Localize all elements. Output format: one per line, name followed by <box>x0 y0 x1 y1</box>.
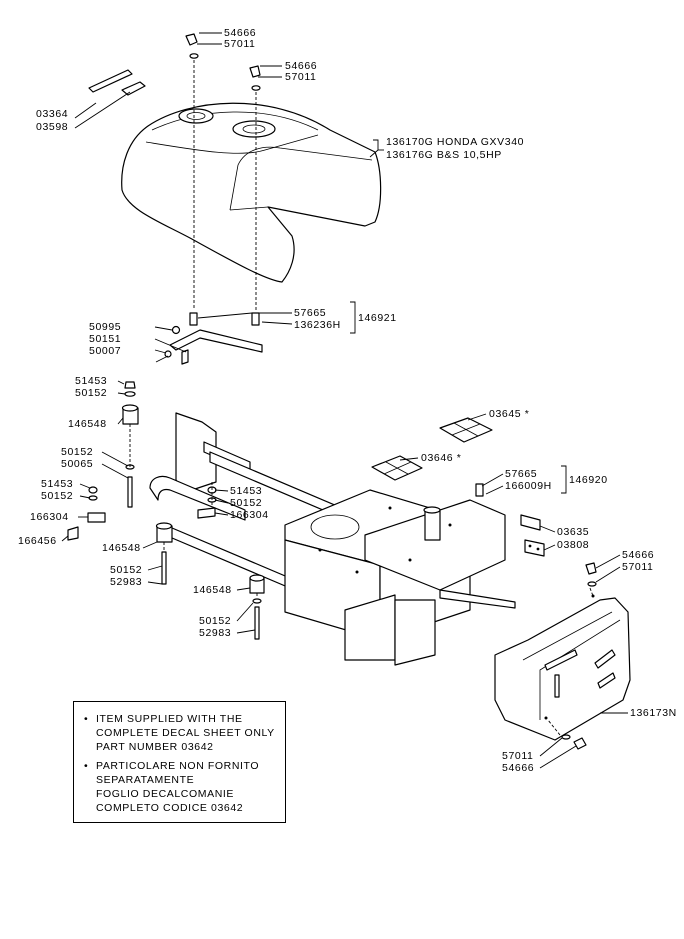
engine-cover-part <box>121 102 382 283</box>
part-label: 57011 <box>285 71 316 83</box>
note-bullet: • <box>84 713 89 725</box>
part-label: 166304 <box>230 509 269 521</box>
part-label: 50065 <box>61 458 93 470</box>
part-label: 50152 <box>110 564 142 576</box>
part-label: 136173N <box>630 707 677 719</box>
part-label: 03646 * <box>421 452 461 464</box>
knob-part-top-right <box>249 65 261 91</box>
cover-fixing-axis-lines <box>193 60 257 310</box>
part-label: 52983 <box>110 576 142 588</box>
part-label: 03645 * <box>489 408 529 420</box>
note-text: PARTICOLARE NON FORNITO SEPARATAMENTE FO… <box>96 760 260 814</box>
rubber-mount-part-b <box>155 522 173 585</box>
part-label: 03598 <box>36 121 68 133</box>
part-label: 50152 <box>230 497 262 509</box>
mounting-frame-part <box>149 412 516 666</box>
part-label: 50152 <box>41 490 73 502</box>
note-text: ITEM SUPPLIED WITH THE COMPLETE DECAL SH… <box>96 713 275 753</box>
decal-part-03646 <box>371 455 423 481</box>
side-guard-part <box>494 594 631 741</box>
part-label: 03635 <box>557 526 589 538</box>
part-label: 57011 <box>502 750 533 762</box>
part-label: 146920 <box>569 474 608 486</box>
part-label: 51453 <box>75 375 107 387</box>
part-label: 146548 <box>68 418 107 430</box>
part-label: 54666 <box>502 762 534 774</box>
leader-lines <box>61 32 628 769</box>
part-number-labels: 54666 57011 54666 57011 03364 03598 1361… <box>18 27 677 774</box>
part-label: 50152 <box>61 446 93 458</box>
part-label: 54666 <box>285 60 317 72</box>
note-italian: • PARTICOLARE NON FORNITO SEPARATAMENTE … <box>84 759 279 815</box>
part-label: 50007 <box>89 345 121 357</box>
part-label: 51453 <box>41 478 73 490</box>
note-bullet: • <box>84 760 89 772</box>
part-label: 146921 <box>358 312 397 324</box>
cover-bracket-part <box>155 312 263 365</box>
note-english: • ITEM SUPPLIED WITH THE COMPLETE DECAL … <box>84 712 279 754</box>
part-label: 57665 <box>505 468 537 480</box>
part-label: 136176G B&S 10,5HP <box>386 149 502 161</box>
part-label: 166304 <box>30 511 69 523</box>
part-label: 50151 <box>89 333 121 345</box>
part-label: 146548 <box>102 542 141 554</box>
part-label: 52983 <box>199 627 231 639</box>
part-label: 50152 <box>75 387 107 399</box>
part-label: 57665 <box>294 307 326 319</box>
knob-part-side-top <box>585 562 597 587</box>
part-label: 03808 <box>557 539 589 551</box>
part-label: 136236H <box>294 319 341 331</box>
part-label: 51453 <box>230 485 262 497</box>
rubber-mount-part-a <box>121 381 139 425</box>
part-label: 03364 <box>36 108 68 120</box>
part-label: 146548 <box>193 584 232 596</box>
note-box: • ITEM SUPPLIED WITH THE COMPLETE DECAL … <box>73 701 286 823</box>
part-label: 166009H <box>505 480 552 492</box>
rubber-mount-part-c <box>249 574 265 640</box>
knob-part-side-bottom <box>561 734 587 750</box>
decal-part-03364 <box>88 69 146 96</box>
part-label: 50995 <box>89 321 121 333</box>
part-label: 166456 <box>18 535 57 547</box>
knob-part-top-left <box>185 33 199 59</box>
part-label: 54666 <box>622 549 654 561</box>
decal-part-03645 <box>439 417 493 443</box>
part-label: 54666 <box>224 27 256 39</box>
part-label: 136170G HONDA GXV340 <box>386 136 524 148</box>
plate-part-03635 <box>520 514 545 557</box>
spring-part <box>475 483 484 497</box>
part-label: 57011 <box>622 561 653 573</box>
part-label: 57011 <box>224 38 255 50</box>
part-label: 50152 <box>199 615 231 627</box>
